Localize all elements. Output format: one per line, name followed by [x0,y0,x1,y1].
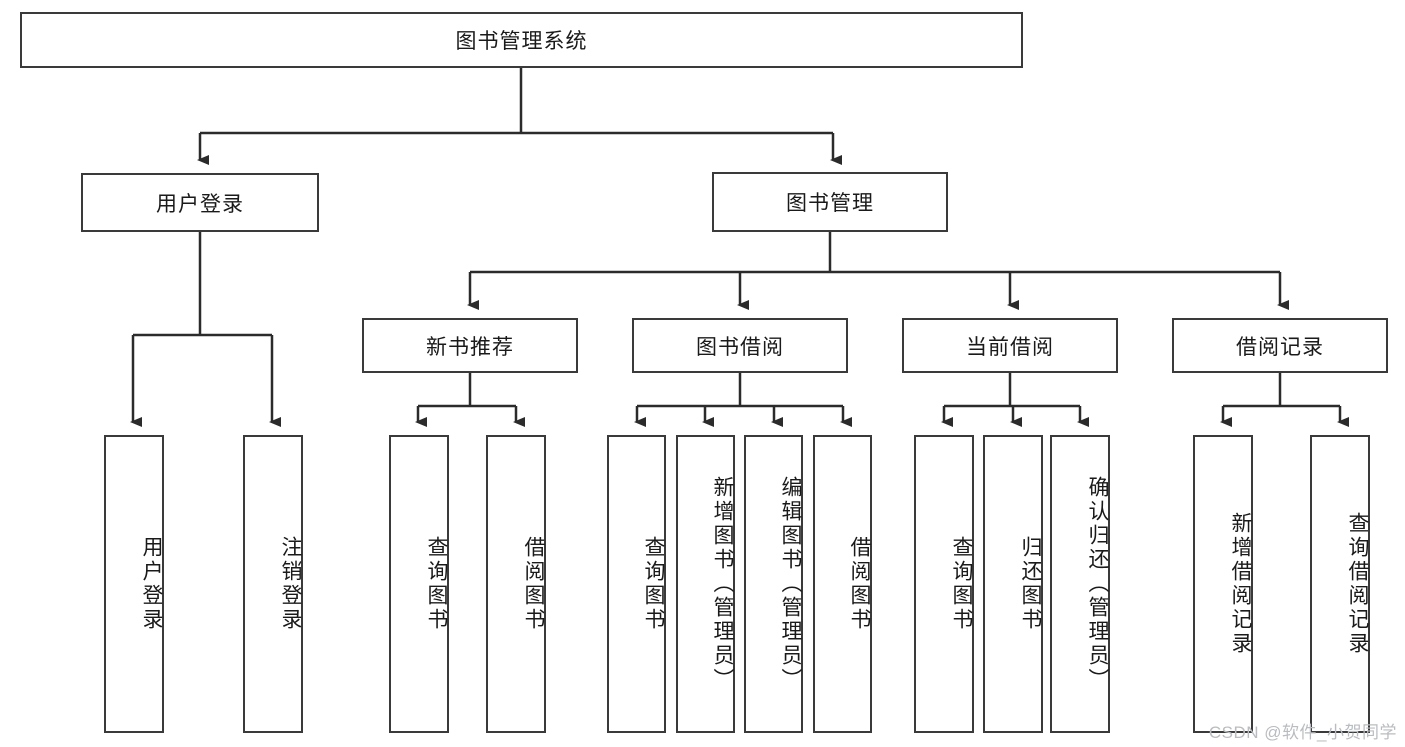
leaf-add-borrow-record[interactable]: 新增借阅记录 [1193,435,1253,733]
leaf-query-borrow-record[interactable]: 查询借阅记录 [1310,435,1370,733]
leaf-borrow-book[interactable]: 借阅图书 [813,435,872,733]
node-borrow-record[interactable]: 借阅记录 [1172,318,1388,373]
leaf-query-book-recommend[interactable]: 查询图书 [389,435,449,733]
leaf-query-book-current[interactable]: 查询图书 [914,435,974,733]
node-new-book-recommend[interactable]: 新书推荐 [362,318,578,373]
node-book-borrow[interactable]: 图书借阅 [632,318,848,373]
leaf-return-book[interactable]: 归还图书 [983,435,1043,733]
leaf-user-login[interactable]: 用户登录 [104,435,164,733]
leaf-confirm-return-admin[interactable]: 确认归还（管理员） [1050,435,1110,733]
leaf-query-book-borrow[interactable]: 查询图书 [607,435,666,733]
watermark-text: CSDN @软件_小贺同学 [1208,723,1397,742]
node-current-borrow[interactable]: 当前借阅 [902,318,1118,373]
leaf-user-logout[interactable]: 注销登录 [243,435,303,733]
leaf-borrow-book-recommend[interactable]: 借阅图书 [486,435,546,733]
node-user-login[interactable]: 用户登录 [81,173,319,232]
leaf-edit-book-admin[interactable]: 编辑图书（管理员） [744,435,803,733]
leaf-add-book-admin[interactable]: 新增图书（管理员） [676,435,735,733]
node-root[interactable]: 图书管理系统 [20,12,1023,68]
node-book-manage[interactable]: 图书管理 [712,172,948,232]
